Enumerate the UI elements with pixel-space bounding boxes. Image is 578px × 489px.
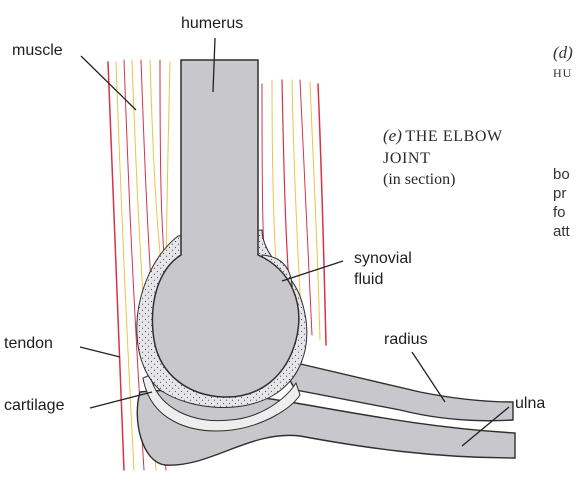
cropped-line-1: bo <box>553 167 570 182</box>
cropped-line-4: att <box>553 224 570 239</box>
label-tendon: tendon <box>4 336 53 352</box>
cropped-line-3: fo <box>553 205 566 220</box>
label-cartilage: cartilage <box>4 398 64 414</box>
caption-title: (e) THE ELBOW JOINT <box>383 125 503 170</box>
caption-title-line1: THE ELBOW <box>405 128 502 145</box>
label-humerus: humerus <box>181 16 243 32</box>
caption-letter: (e) <box>383 126 402 145</box>
label-ulna: ulna <box>515 396 545 412</box>
caption-subtitle: (in section) <box>383 171 455 189</box>
caption-title-line2: JOINT <box>383 150 430 167</box>
label-fluid: fluid <box>354 272 383 288</box>
pointer-synovial <box>282 261 343 281</box>
label-synovial: synovial <box>354 251 412 267</box>
label-muscle: muscle <box>12 43 63 59</box>
humerus-bone <box>152 60 298 397</box>
cropped-line-2: pr <box>553 186 566 201</box>
pointer-tendon <box>80 347 120 357</box>
label-radius: radius <box>384 332 428 348</box>
cropped-d-letter: (d) <box>553 44 573 61</box>
cropped-hu: HU <box>553 67 572 79</box>
